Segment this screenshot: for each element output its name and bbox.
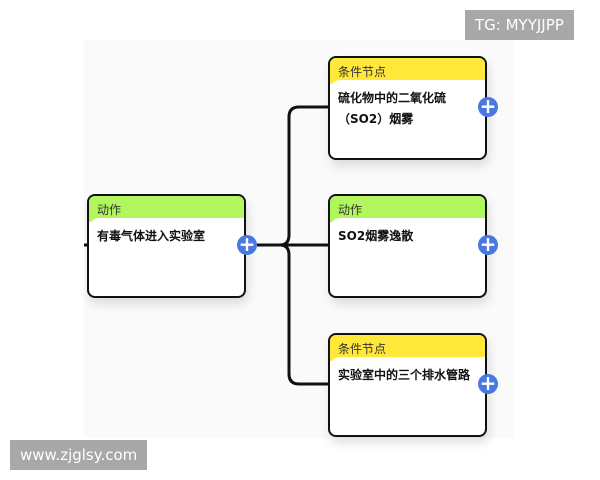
action-node-so2-escape[interactable]: 动作 SO2烟雾逸散 (328, 194, 487, 298)
node-type-label: 动作 (89, 196, 244, 222)
add-node-plus-icon[interactable]: + (478, 371, 498, 395)
node-text: 硫化物中的二氧化硫（SO2）烟雾 (330, 80, 485, 130)
add-node-plus-icon[interactable]: + (237, 232, 257, 256)
watermark-bottom: www.zjglsy.com (10, 440, 148, 470)
action-node-toxic-gas[interactable]: 动作 有毒气体进入实验室 (87, 194, 246, 298)
watermark-top: TG: MYYJJPP (465, 10, 574, 40)
node-text: 实验室中的三个排水管路 (330, 357, 485, 386)
node-type-label: 动作 (330, 196, 485, 222)
node-type-label: 条件节点 (330, 335, 485, 361)
node-type-label: 条件节点 (330, 58, 485, 84)
node-text: 有毒气体进入实验室 (89, 218, 244, 247)
node-text: SO2烟雾逸散 (330, 218, 485, 247)
condition-node-so2[interactable]: 条件节点 硫化物中的二氧化硫（SO2）烟雾 (328, 56, 487, 160)
condition-node-drain-pipes[interactable]: 条件节点 实验室中的三个排水管路 (328, 333, 487, 437)
add-node-plus-icon[interactable]: + (478, 94, 498, 118)
add-node-plus-icon[interactable]: + (478, 232, 498, 256)
